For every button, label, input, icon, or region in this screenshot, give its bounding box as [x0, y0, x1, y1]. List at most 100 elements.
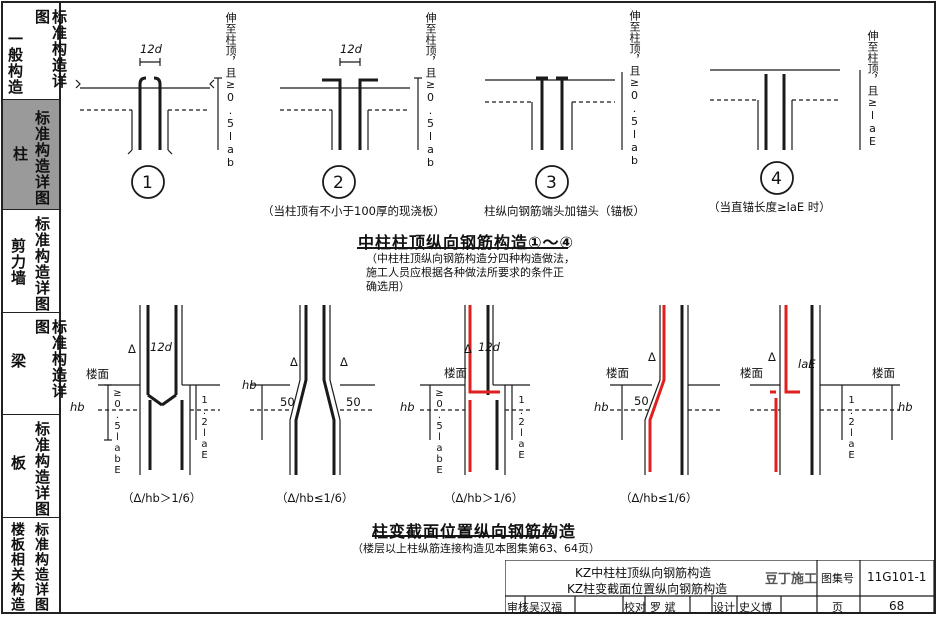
node-caption: （当直锚长度≥laE 时）	[708, 200, 831, 214]
node-number: 3	[546, 173, 557, 193]
page-number: 68	[889, 599, 905, 613]
node-3-badge	[535, 165, 569, 199]
sidebar-item-sub: 标准构造详图	[33, 319, 68, 399]
sidebar-item-label: 一般构造	[6, 31, 24, 95]
fifty-label: 50	[280, 395, 295, 409]
top-section-title: 中柱柱顶纵向钢筋构造①～④	[358, 233, 575, 252]
floor-label: 楼面	[86, 367, 109, 381]
vertical-note: 伸至柱顶，且≥laE	[866, 30, 879, 148]
sidebar-item-sub: 标准构造详图	[33, 110, 51, 206]
vertical-note: 伸至柱顶，且≥0.5lab	[628, 10, 641, 167]
offset-detail-e	[750, 305, 900, 475]
title-block-grid	[505, 560, 935, 614]
offset-detail-d	[610, 305, 720, 475]
dim-12d-label: 12d	[150, 340, 172, 354]
bottom-section-note: （楼层以上柱纵筋连接构造见本图集第63、64页）	[352, 542, 600, 555]
ratio-caption: （Δ/hb≤1/6）	[276, 491, 354, 505]
top-section-note: （中柱柱顶纵向钢筋构造分四种构造做法， 施工人员应根据各种做法所要求的条件正 确…	[366, 252, 575, 294]
fifty-label: 50	[346, 395, 361, 409]
node-3-drawing	[485, 72, 623, 150]
atlas-number: 11G101-1	[867, 570, 927, 584]
sidebar: 一般构造 标准构造详图 柱 标准构造详图 剪力墙 标准构造详图 梁 标准构造详图…	[3, 3, 68, 614]
offset-detail-b	[250, 305, 375, 475]
sidebar-item-label: 剪力墙	[9, 238, 27, 286]
sidebar-item-sub: 标准构造详图	[33, 421, 51, 517]
check-label: 校对	[624, 601, 646, 614]
delta-label: Δ	[648, 350, 656, 364]
node-caption: 柱纵向钢筋端头加锚头（锚板）	[484, 204, 645, 218]
reviewer-name: 吴汉福	[529, 601, 562, 614]
bottom-section-title: 柱变截面位置纵向钢筋构造	[372, 522, 577, 541]
floor-label: 楼面	[444, 366, 467, 380]
page-label: 页	[832, 601, 843, 614]
watermark: 豆丁施工	[765, 572, 818, 587]
note-line: 确选用）	[366, 280, 410, 293]
sidebar-item-beam[interactable]: 梁 标准构造详图	[3, 313, 68, 415]
offset-detail-a	[98, 305, 220, 475]
sidebar-item-label: 楼板相关构造	[9, 522, 25, 612]
ratio-caption: （Δ/hb＞1/6）	[444, 491, 524, 505]
node-4-drawing	[710, 69, 861, 150]
delta-label: Δ	[340, 355, 348, 369]
title-block-title-2: KZ柱变截面位置纵向钢筋构造	[567, 582, 728, 596]
checker-name: 罗 斌	[650, 601, 676, 614]
lae-label: laE	[798, 357, 816, 371]
one-two-lae-label: 1.2laE	[516, 395, 527, 461]
delta-label: Δ	[290, 355, 298, 369]
one-two-lae-label: 1.2laE	[199, 395, 210, 461]
design-label: 设计	[713, 601, 735, 614]
hb-label: hb	[70, 400, 85, 414]
atlas-label: 图集号	[821, 572, 854, 585]
offset-detail-c	[420, 305, 530, 475]
one-two-lae-label: 1.2laE	[846, 395, 857, 461]
review-label: 审核	[507, 601, 529, 614]
hb-label: hb	[242, 378, 257, 392]
delta-label: Δ	[768, 350, 776, 364]
node-number: 2	[333, 173, 344, 193]
delta-label: Δ	[128, 342, 136, 356]
hb-label: hb	[400, 400, 415, 414]
node-4-badge	[760, 161, 794, 195]
node-number: 1	[142, 173, 153, 193]
hb-label: hb	[898, 400, 913, 414]
dim-12d-label: 12d	[478, 340, 500, 354]
node-caption: （当柱顶有不小于100厚的现浇板）	[262, 204, 445, 218]
sidebar-item-general[interactable]: 一般构造 标准构造详图	[3, 3, 68, 100]
floor-label: 楼面	[740, 366, 763, 380]
title-block-title-1: KZ中柱柱顶纵向钢筋构造	[575, 566, 712, 580]
half-lab-label: ≥0.5labE	[434, 388, 445, 476]
sidebar-item-sub: 标准构造详图	[33, 522, 49, 612]
dim-12d-label: 12d	[340, 42, 362, 56]
sidebar-item-sub: 标准构造详图	[33, 9, 68, 89]
vertical-note: 伸至柱顶，且≥0.5lab	[224, 12, 237, 169]
node-number: 4	[771, 169, 782, 189]
sidebar-item-slab[interactable]: 板 标准构造详图	[3, 415, 59, 518]
sidebar-item-label: 板	[9, 455, 27, 471]
highlighted-rebar	[468, 305, 800, 472]
sidebar-item-slab-related[interactable]: 楼板相关构造 标准构造详图	[3, 518, 59, 614]
sidebar-item-label: 柱	[11, 146, 29, 162]
note-line: （中柱柱顶纵向钢筋构造分四种构造做法，	[366, 252, 575, 265]
floor-label: 楼面	[606, 366, 629, 380]
sidebar-item-column[interactable]: 柱 标准构造详图	[3, 100, 59, 210]
fifty-label: 50	[634, 394, 649, 408]
hb-label: hb	[594, 400, 609, 414]
designer-name: 史义博	[739, 601, 772, 614]
sidebar-item-label: 梁	[9, 353, 27, 369]
node-1-drawing	[75, 58, 222, 155]
node-2-drawing	[280, 58, 422, 150]
node-1-badge	[131, 165, 165, 199]
ratio-caption: （Δ/hb＞1/6）	[122, 491, 202, 505]
ratio-caption: （Δ/hb≤1/6）	[620, 491, 698, 505]
half-lab-label: ≥0.5labE	[112, 388, 123, 476]
note-line: 施工人员应根据各种做法所要求的条件正	[366, 266, 564, 279]
delta-label: Δ	[464, 342, 472, 356]
sidebar-item-sub: 标准构造详图	[33, 216, 51, 312]
floor-label: 楼面	[872, 366, 895, 380]
sidebar-item-shear-wall[interactable]: 剪力墙 标准构造详图	[3, 210, 59, 313]
title-block: KZ中柱柱顶纵向钢筋构造 KZ柱变截面位置纵向钢筋构造 图集号 11G101-1…	[505, 560, 935, 614]
dim-12d-label: 12d	[140, 42, 162, 56]
